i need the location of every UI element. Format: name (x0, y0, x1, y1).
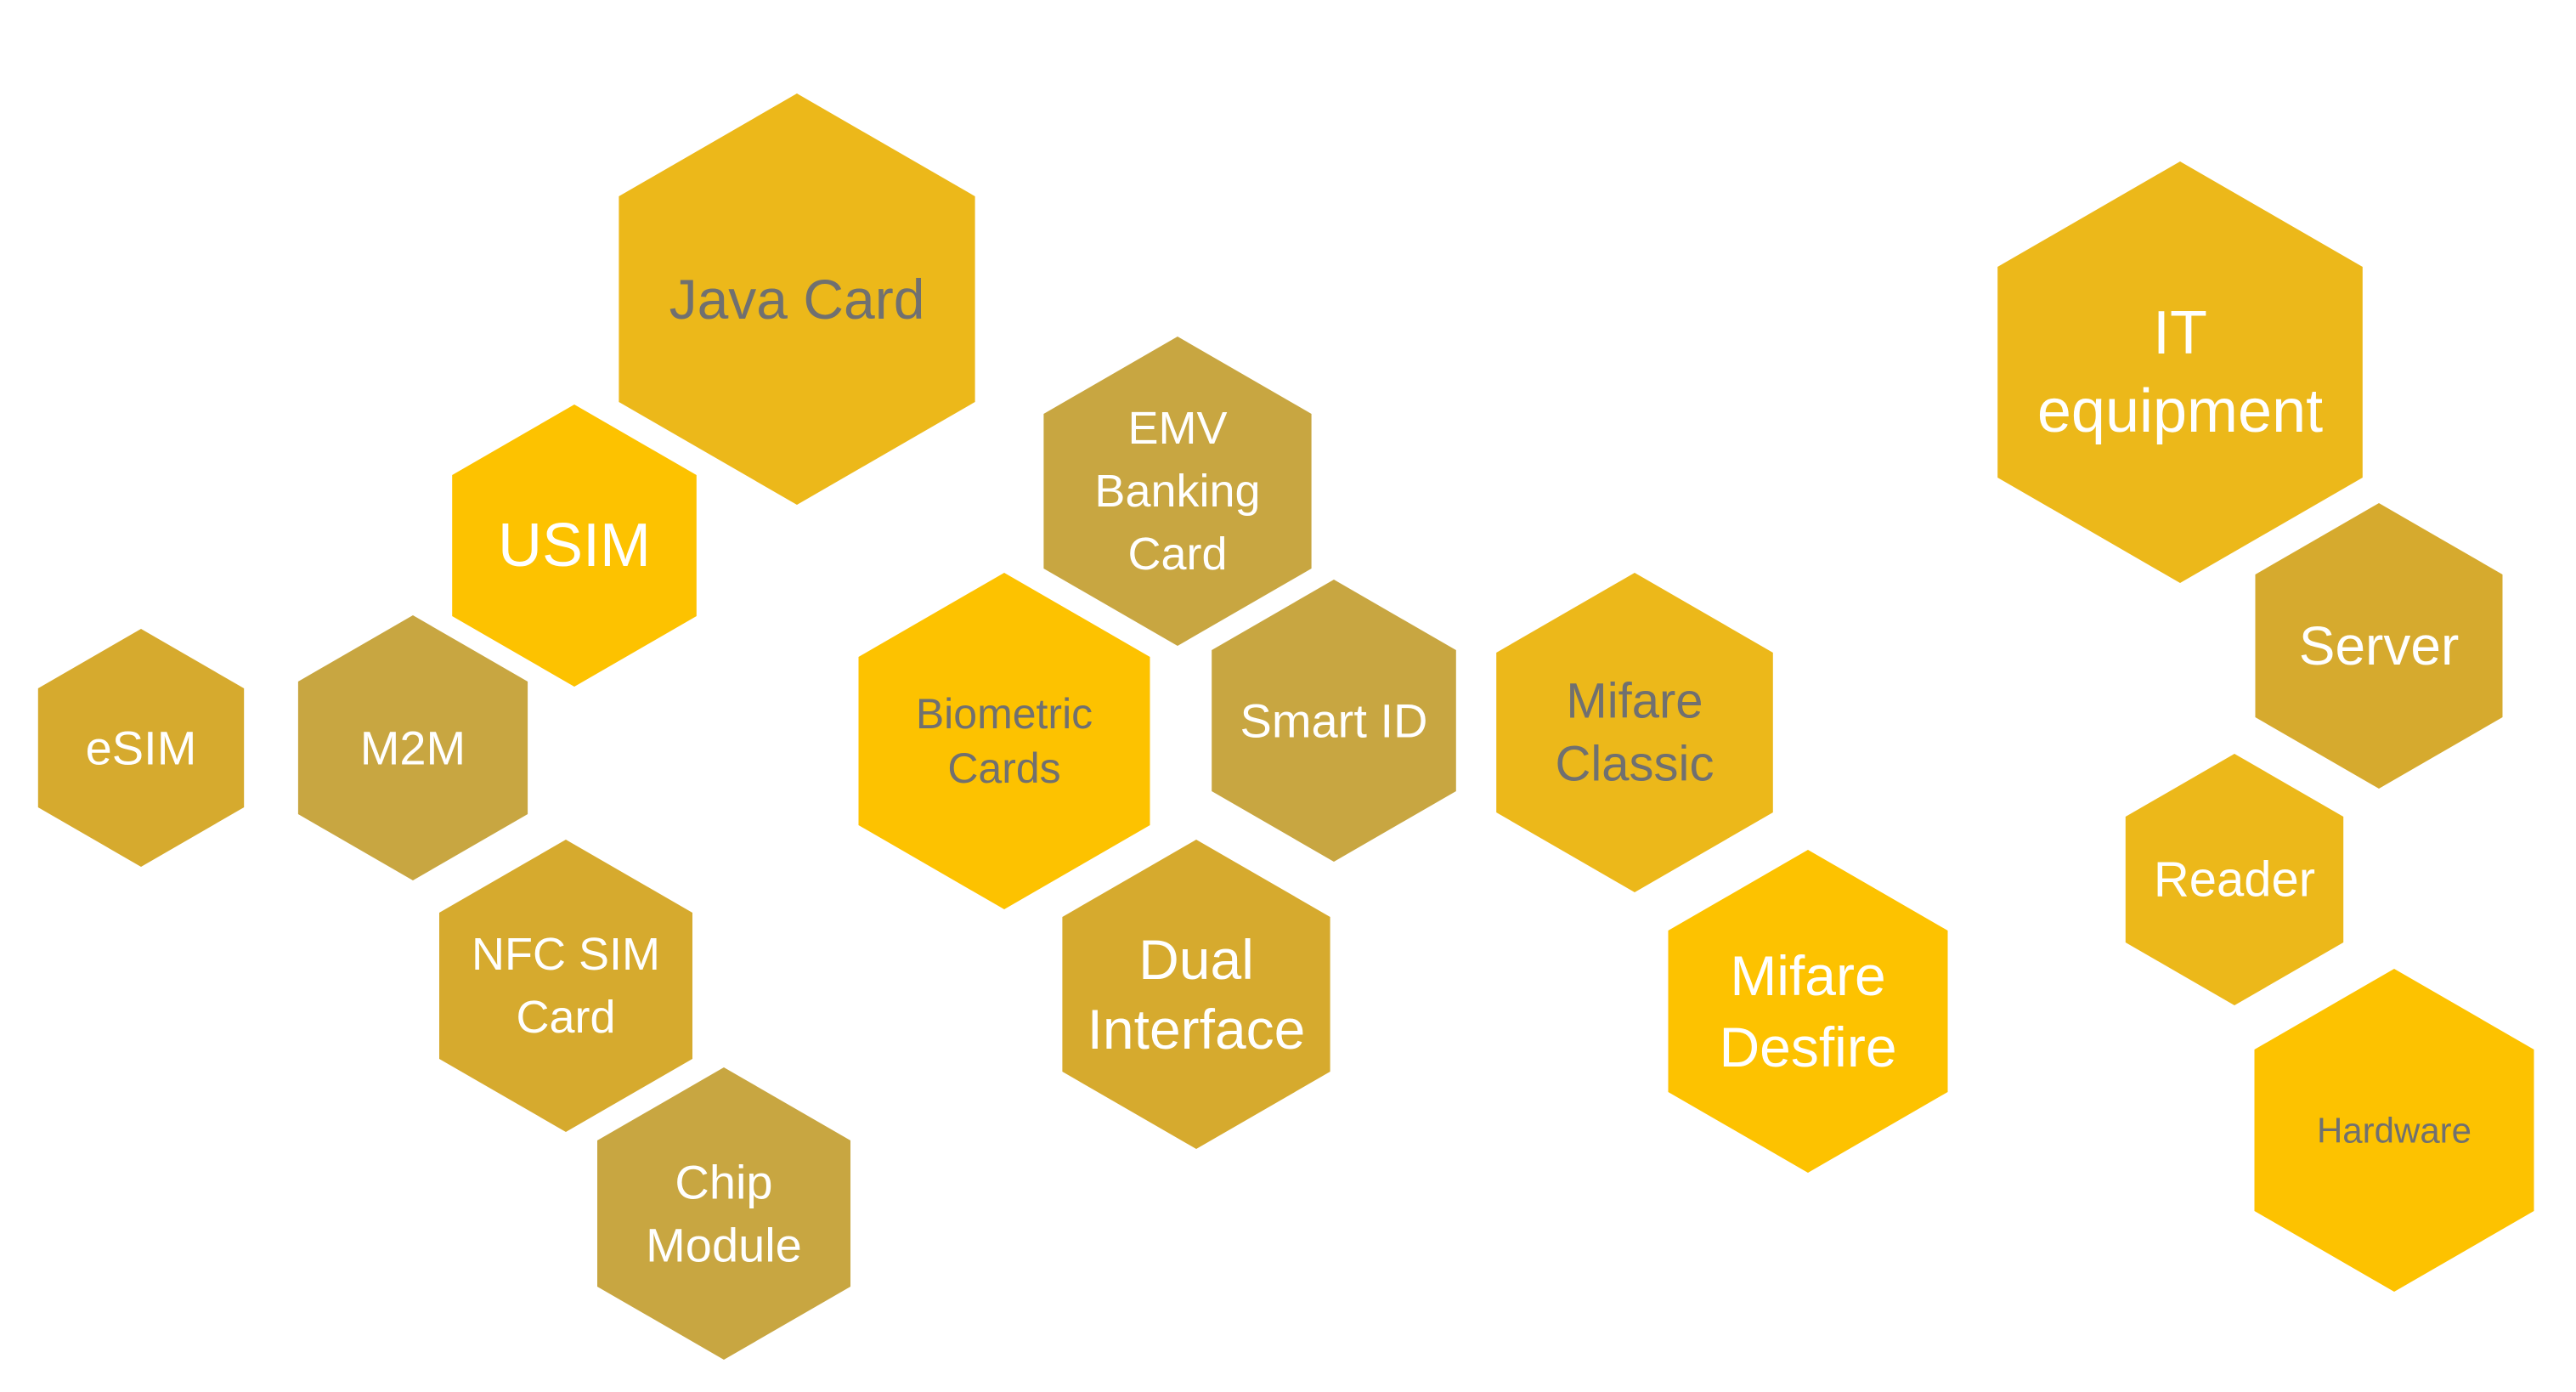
hexagon-label: Module (646, 1219, 802, 1272)
hexagon-shape (1496, 573, 1773, 892)
hexagon-label: NFC SIM (472, 929, 660, 980)
hexagon-nfc-sim-card: NFC SIM Card (439, 840, 692, 1132)
hexagon-shape (2255, 503, 2503, 789)
hexagon-shape (1668, 850, 1948, 1173)
hexagon-label: Dual (1138, 928, 1254, 991)
hexagon-label: Java Card (669, 268, 925, 331)
hexagon-label: Card (516, 992, 615, 1043)
hexagon-shape (439, 840, 692, 1132)
hexagon-m2m: M2M (297, 615, 528, 880)
hexagon-label: Mifare (1566, 674, 1703, 729)
hexagon-shape (452, 405, 697, 687)
hexagon-label: Desfire (1719, 1016, 1896, 1078)
hexagon-label: Interface (1087, 998, 1306, 1061)
hexagon-shape (858, 573, 1150, 909)
hexagon-label: IT (2153, 299, 2207, 367)
hexagon-it-equipment: IT equipment (1997, 161, 2363, 583)
hexagon-label: Mifare (1730, 944, 1885, 1007)
hexagon-shape (1997, 161, 2363, 583)
hexagon-usim: USIM (452, 405, 697, 687)
hexagon-reader: Reader (2125, 754, 2344, 1005)
hexagon-server: Server (2255, 503, 2503, 789)
hexagon-label: Server (2299, 615, 2460, 676)
hexagon-shape (2125, 754, 2344, 1005)
hexagon-label: equipment (2037, 377, 2323, 445)
hexagon-label: Banking (1094, 466, 1260, 517)
hexagon-java-card: Java Card (619, 93, 975, 505)
hexagon-esim: eSIM (37, 629, 245, 867)
hexagon-shape (597, 1067, 850, 1360)
hexagon-label: M2M (360, 721, 466, 775)
hexagon-label: Chip (675, 1156, 772, 1209)
hexagon-shape (297, 615, 528, 880)
hexagon-label: Cards (947, 744, 1060, 792)
hexagon-shape (37, 629, 245, 867)
hexagon-label: eSIM (86, 721, 197, 775)
hexagon-smart-id: Smart ID (1212, 580, 1456, 862)
hexagon-label: Card (1127, 529, 1227, 580)
hexagon-shape (1062, 840, 1330, 1149)
hexagon-label: Reader (2154, 852, 2315, 908)
hexagon-label: Smart ID (1240, 694, 1428, 748)
hexagon-label: USIM (498, 512, 651, 580)
hexagon-label: Hardware (2317, 1111, 2471, 1151)
hexagon-shape (1043, 337, 1312, 646)
hexagon-label: Classic (1556, 737, 1715, 792)
hexagon-label: EMV (1127, 403, 1227, 454)
hexagon-shape (619, 93, 975, 505)
hexagon-hardware: Hardware (2254, 969, 2534, 1292)
hexagon-shape (1212, 580, 1456, 862)
hexagon-shape (2254, 969, 2534, 1292)
hexagon-label: Biometric (916, 690, 1093, 738)
